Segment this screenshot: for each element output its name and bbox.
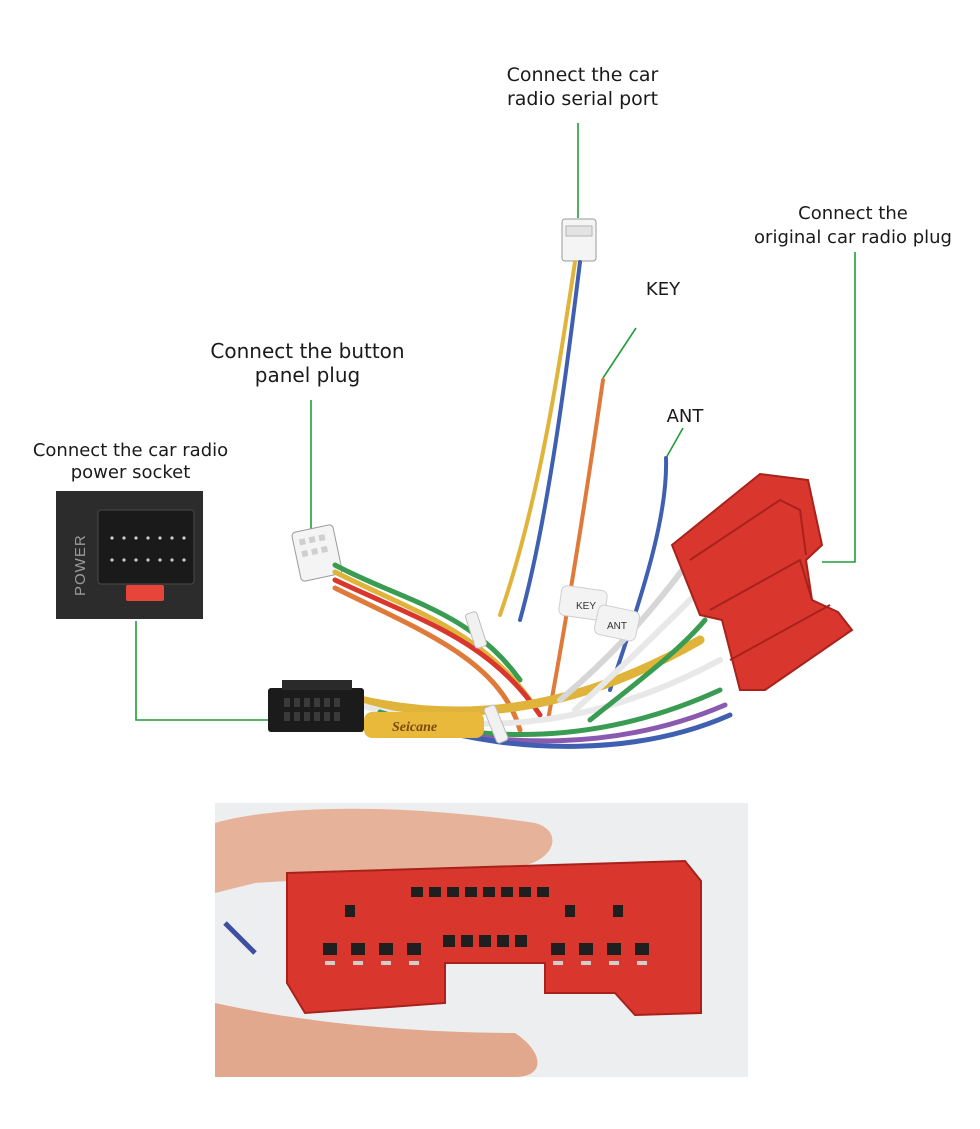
power-socket-photo: POWER <box>56 491 203 619</box>
serial-port-connector <box>561 218 597 262</box>
tag-ant <box>593 604 641 642</box>
connector-closeup-photo <box>215 803 748 1077</box>
connector-closeup-illustration <box>215 803 748 1077</box>
wiring-harness-illustration: POWER KEY ANT <box>56 123 856 749</box>
label-button-panel: Connect the button panel plug <box>195 339 420 387</box>
label-original-plug: Connect the original car radio plug <box>748 202 958 250</box>
cable-ties <box>465 611 509 744</box>
brand-sleeve-text: Seicane <box>392 720 437 735</box>
tag-ant-text: ANT <box>607 621 627 632</box>
callout-lines <box>135 123 856 721</box>
brand-sleeve: Seicane <box>364 712 484 738</box>
power-socket-panel-text: POWER <box>72 534 89 596</box>
power-socket-inner <box>97 509 195 585</box>
label-key: KEY <box>640 278 686 302</box>
label-serial-port-line2: radio serial port <box>506 88 659 110</box>
label-serial-port-line1: Connect the car <box>506 64 659 86</box>
label-key-text: KEY <box>645 279 681 300</box>
red-original-plug <box>670 472 854 691</box>
label-button-panel-line2: panel plug <box>254 363 361 387</box>
button-panel-plug <box>291 524 343 582</box>
wire-bundle <box>332 260 733 749</box>
power-socket-fuse <box>126 585 164 601</box>
label-serial-port: Connect the car radio serial port <box>490 63 675 111</box>
tag-key-text: KEY <box>576 601 596 612</box>
callout-line-ant <box>665 427 684 459</box>
black-power-connector <box>268 680 364 732</box>
wire-tags: KEY ANT <box>558 585 641 642</box>
label-power-socket-line2: power socket <box>70 462 191 483</box>
callout-line-key <box>602 327 637 379</box>
label-original-plug-line2: original car radio plug <box>754 227 952 248</box>
label-power-socket: Connect the car radio power socket <box>18 440 243 484</box>
label-ant-text: ANT <box>666 406 704 427</box>
callout-line-power-socket <box>135 621 270 721</box>
power-socket-pins <box>110 536 186 562</box>
label-ant: ANT <box>662 405 708 429</box>
callout-line-original-plug <box>822 252 856 563</box>
label-original-plug-line1: Connect the <box>798 203 908 224</box>
label-power-socket-line1: Connect the car radio <box>32 440 229 461</box>
label-button-panel-line1: Connect the button <box>210 339 405 363</box>
